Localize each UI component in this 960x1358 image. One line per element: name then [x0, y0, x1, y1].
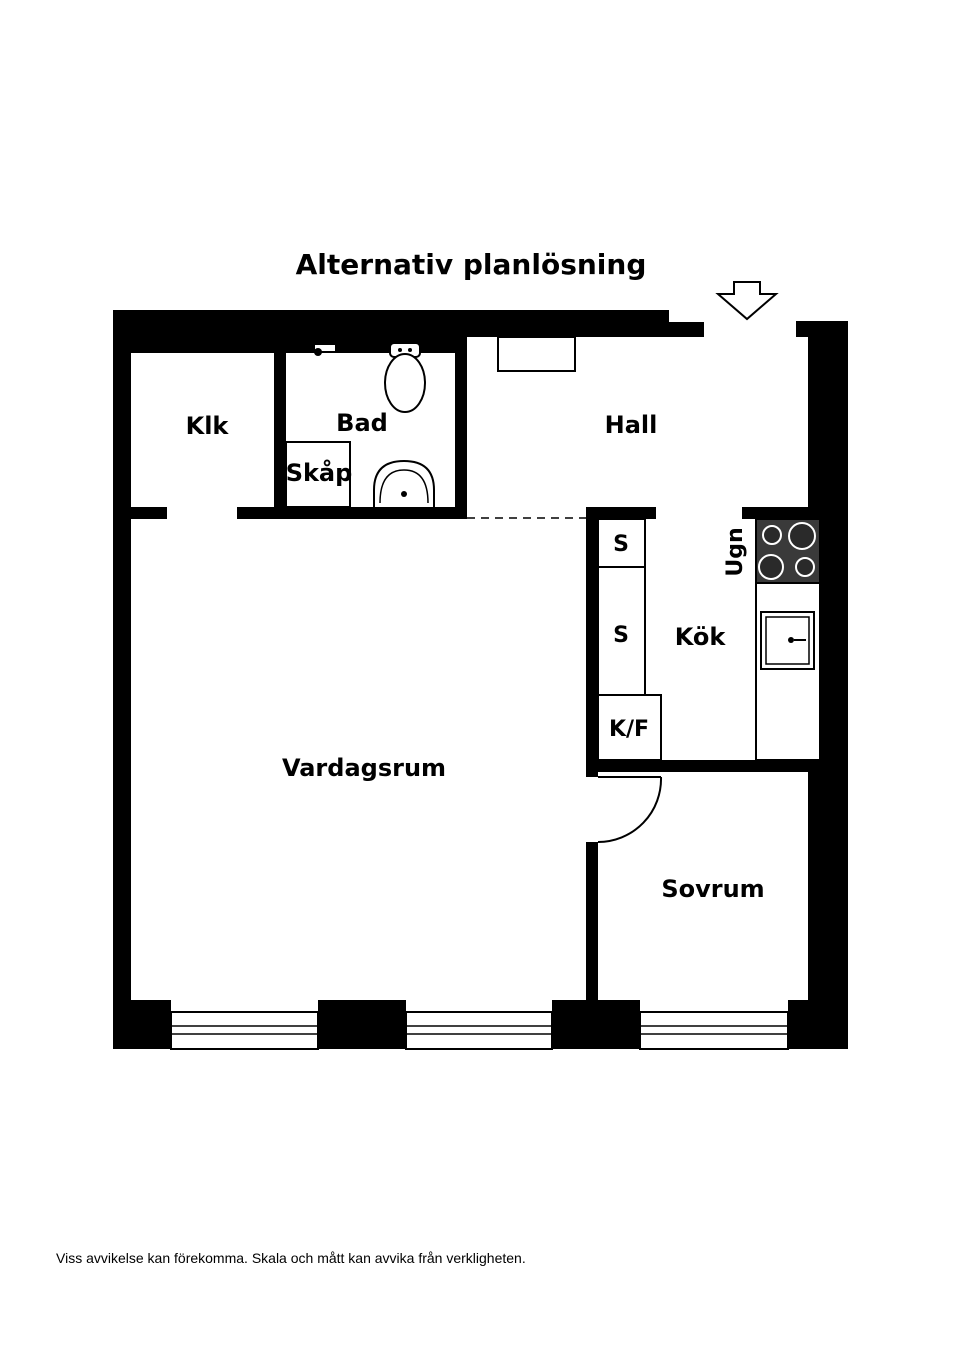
room-label-s2: S	[613, 623, 629, 648]
room-label-ugn: Ugn	[723, 527, 748, 576]
interior-walls	[131, 337, 808, 1000]
room-label-hall: Hall	[605, 411, 658, 439]
plan-title: Alternativ planlösning	[296, 248, 647, 281]
room-label-kok: Kök	[675, 623, 727, 651]
windows	[170, 1011, 789, 1050]
disclaimer-text: Viss avvikelse kan förekomma. Skala och …	[56, 1250, 526, 1266]
stove-icon	[755, 518, 821, 584]
skap-cabinet	[285, 441, 351, 508]
room-label-sovrum: Sovrum	[661, 875, 764, 903]
outer-walls	[113, 310, 848, 1049]
kitchen-cabinets	[597, 518, 662, 761]
room-label-skap: Skåp	[286, 458, 353, 487]
washbasin-icon	[373, 459, 435, 507]
kitchen-counter	[755, 582, 821, 761]
sovrum-door[interactable]	[597, 776, 663, 843]
entrance-arrow-icon	[715, 281, 779, 321]
room-label-s1: S	[613, 532, 629, 557]
room-label-bad: Bad	[336, 409, 388, 437]
toilet-icon	[384, 342, 426, 413]
room-label-vardagsrum: Vardagsrum	[282, 754, 446, 782]
kitchen-sink-icon	[760, 611, 815, 670]
room-label-kf: K/F	[609, 717, 649, 742]
room-label-klk: Klk	[186, 412, 230, 440]
tap-icon	[310, 343, 337, 356]
hall-shelf	[497, 336, 576, 372]
